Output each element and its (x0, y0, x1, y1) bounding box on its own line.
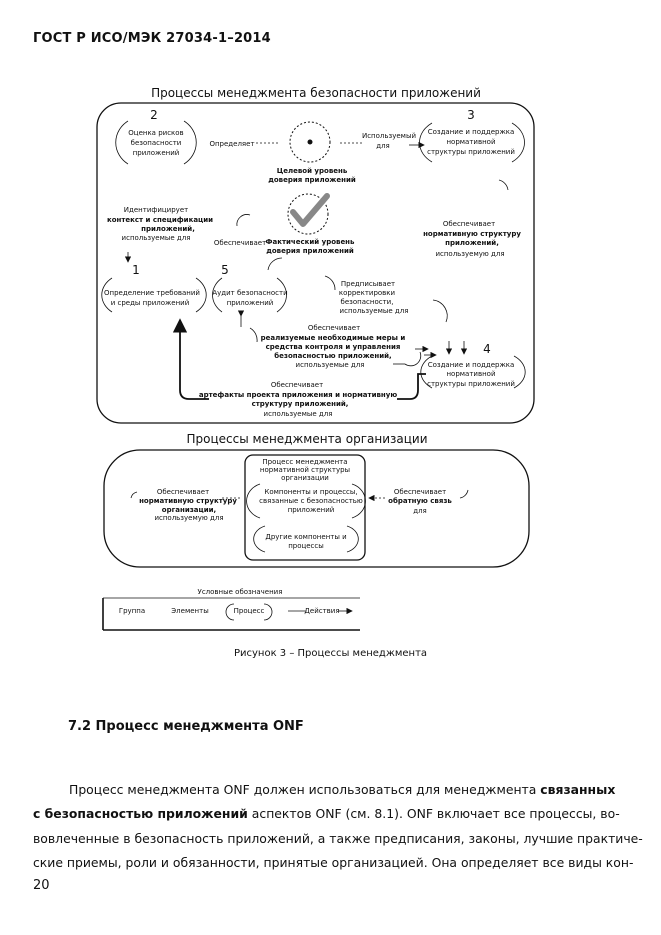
org-normative-process-box (244, 454, 366, 561)
svg-text:и среды приложений: и среды приложений (111, 299, 190, 307)
svg-text:связанные с безопасностью: связанные с безопасностью (259, 497, 363, 505)
paragraph-line-3: вовлеченные в безопасность приложений, а… (33, 830, 643, 846)
process-1-node: Определение требований и среды приложени… (101, 277, 207, 313)
svg-text:Определение требований: Определение требований (104, 289, 200, 297)
svg-text:артефакты проекта приложения и: артефакты проекта приложения и нормативн… (199, 391, 397, 399)
figure-caption: Рисунок 3 – Процессы менеджмента (233, 648, 428, 659)
other-components-node: Другие компоненты и процессы (253, 525, 359, 553)
svg-text:Создание и поддержка: Создание и поддержка (428, 361, 515, 369)
svg-text:нормативной: нормативной (446, 370, 495, 378)
legend: Условные обозначения Группа Элементы Про… (102, 588, 360, 631)
svg-text:средства контроля и управления: средства контроля и управления (266, 343, 401, 351)
svg-text:Обеспечивает: Обеспечивает (308, 324, 360, 332)
svg-text:Предписывает: Предписывает (341, 280, 395, 288)
paragraph-line-1: Процесс менеджмента ONF должен использов… (69, 782, 616, 797)
svg-text:структуру приложений,: структуру приложений, (252, 400, 349, 408)
process-5-node: Аудит безопасности приложений (212, 277, 288, 313)
svg-text:Обеспечивает: Обеспечивает (157, 488, 209, 496)
app-security-components-node: Компоненты и процессы, связанные с безоп… (246, 483, 366, 519)
svg-text:для: для (376, 142, 390, 150)
svg-text:Оценка рисков: Оценка рисков (128, 129, 183, 137)
svg-text:используемые для: используемые для (296, 361, 365, 369)
process-4-number: 4 (483, 342, 491, 356)
process-3-node: Создание и поддержка нормативной структу… (419, 122, 525, 163)
svg-text:нормативной структуры: нормативной структуры (260, 466, 350, 474)
process-1-number: 1 (132, 263, 140, 277)
provides-security-controls-label: Обеспечивает реализуемые необходимые мер… (261, 324, 406, 369)
svg-text:безопасностью приложений,: безопасностью приложений, (274, 352, 391, 360)
svg-text:Действия: Действия (304, 607, 339, 615)
process-4-node: Создание и поддержка нормативной структу… (420, 355, 526, 389)
svg-text:приложений: приложений (133, 149, 180, 157)
svg-text:нормативную структуру: нормативную структуру (423, 230, 521, 238)
svg-text:структуры приложений: структуры приложений (427, 148, 515, 156)
svg-text:Идентифицирует: Идентифицирует (124, 206, 188, 214)
svg-text:приложений,: приложений, (141, 225, 195, 233)
svg-text:приложений: приложений (288, 506, 335, 514)
identifies-context-label: Идентифицирует контекст и спецификации п… (107, 206, 213, 242)
svg-text:корректировки: корректировки (339, 289, 395, 297)
provides-artifacts-label: Обеспечивает артефакты проекта приложени… (199, 381, 397, 418)
actual-trust-level-element: Фактический уровень доверия приложений (266, 193, 355, 255)
svg-text:организации: организации (281, 474, 329, 482)
svg-text:безопасности: безопасности (131, 139, 182, 147)
svg-text:используемую для: используемую для (435, 250, 504, 258)
target-trust-level-element: Целевой уровень доверия приложений (268, 121, 356, 184)
svg-text:Аудит безопасности: Аудит безопасности (212, 289, 287, 297)
svg-text:Группа: Группа (119, 607, 145, 615)
org-provides-feedback-label: Обеспечивает обратную связь для (388, 488, 452, 515)
svg-text:нормативной: нормативной (446, 138, 495, 146)
svg-text:Процесс менеджмента: Процесс менеджмента (262, 458, 347, 466)
svg-text:используемые для: используемые для (122, 234, 191, 242)
svg-text:структуры приложений: структуры приложений (427, 380, 515, 388)
svg-text:нормативную структуру: нормативную структуру (139, 497, 237, 505)
management-processes-figure: Процессы менеджмента безопасности прилож… (96, 86, 535, 631)
defines-label: Определяет (209, 140, 254, 148)
body-paragraph: Процесс менеджмента ONF должен использов… (33, 778, 643, 876)
svg-text:Используемый: Используемый (362, 132, 416, 140)
svg-text:Компоненты и процессы,: Компоненты и процессы, (264, 488, 357, 496)
page-number: 20 (33, 878, 50, 893)
svg-text:контекст и спецификации: контекст и спецификации (107, 216, 213, 224)
paragraph-line-2: с безопасностью приложений аспектов ONF … (33, 806, 620, 822)
org-provides-normative-label: Обеспечивает нормативную структуру орган… (139, 488, 237, 522)
process-2-number: 2 (150, 108, 158, 122)
svg-text:реализуемые необходимые меры и: реализуемые необходимые меры и (261, 334, 406, 342)
svg-text:Другие компоненты и: Другие компоненты и (265, 533, 346, 541)
app-security-group (96, 102, 535, 424)
process-5-number: 5 (221, 263, 229, 277)
svg-text:доверия приложений: доверия приложений (268, 176, 356, 184)
bottom-group-title: Процессы менеджмента организации (187, 432, 428, 446)
svg-text:Обеспечивает: Обеспечивает (443, 220, 495, 228)
svg-text:организации,: организации, (162, 506, 216, 514)
svg-text:Обеспечивает: Обеспечивает (394, 488, 446, 496)
svg-text:Целевой уровень: Целевой уровень (277, 167, 348, 175)
svg-text:приложений: приложений (227, 299, 274, 307)
svg-text:обратную связь: обратную связь (388, 497, 452, 505)
svg-text:Обеспечивает: Обеспечивает (271, 381, 323, 389)
process-2-node: Оценка рисков безопасности приложений (115, 120, 197, 165)
svg-text:используемую для: используемую для (154, 514, 223, 522)
prescribes-corrections-label: Предписывает корректировки безопасности,… (339, 280, 409, 315)
svg-text:Процесс: Процесс (234, 607, 265, 615)
process-3-number: 3 (467, 108, 475, 122)
svg-text:приложений,: приложений, (445, 239, 499, 247)
svg-text:для: для (413, 507, 427, 515)
svg-text:доверия приложений: доверия приложений (266, 247, 354, 255)
svg-text:процессы: процессы (288, 542, 324, 550)
org-processes-group (103, 449, 530, 568)
paragraph-line-4: ские приемы, роли и обязанности, приняты… (33, 855, 634, 871)
document-header: ГОСТ Р ИСО/МЭК 27034-1–2014 (33, 31, 271, 46)
svg-text:Фактический уровень: Фактический уровень (266, 238, 355, 246)
svg-text:Условные обозначения: Условные обозначения (198, 588, 283, 596)
provides-normative-structure-label: Обеспечивает нормативную структуру прило… (423, 220, 521, 258)
svg-text:безопасности,: безопасности, (341, 298, 394, 306)
svg-text:используемые для: используемые для (264, 410, 333, 418)
provides-label-1: Обеспечивает (214, 239, 266, 247)
svg-text:Создание и поддержка: Создание и поддержка (428, 128, 515, 136)
svg-text:используемые для: используемые для (340, 307, 409, 315)
svg-text:Элементы: Элементы (171, 607, 208, 615)
section-heading: 7.2 Процесс менеджмента ONF (68, 719, 304, 734)
top-group-title: Процессы менеджмента безопасности прилож… (151, 86, 481, 100)
